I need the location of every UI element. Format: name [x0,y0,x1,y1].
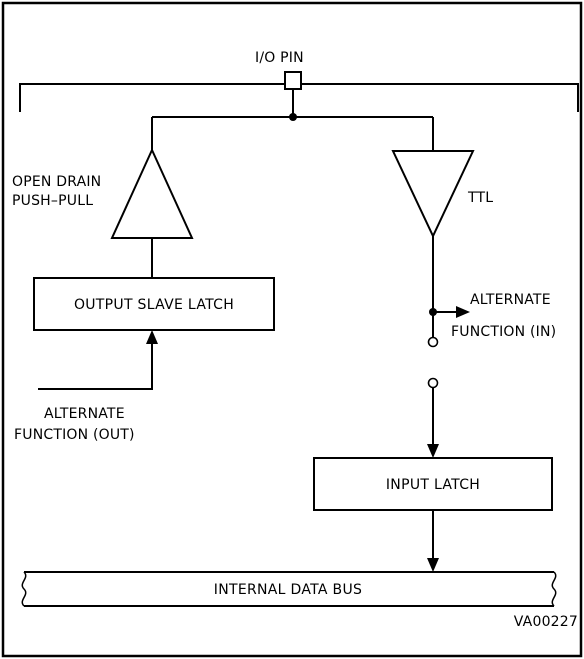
alt-function-out-label-2: FUNCTION (OUT) [14,427,135,443]
output-slave-latch-label: OUTPUT SLAVE LATCH [74,297,234,313]
input-latch-box [313,457,553,511]
alt-function-in-label-1: ALTERNATE [470,292,551,308]
alt-function-out-wire [38,342,153,390]
reference-code: VA00227 [514,614,578,630]
bus-left-break [21,571,27,607]
input-latch-arrow [427,444,439,458]
input-latch-label: INPUT LATCH [386,477,480,493]
io-pin-square [284,71,302,90]
alt-function-in-arrow [456,306,470,318]
output-slave-latch-box [33,277,275,331]
open-drain-label: OPEN DRAIN [12,174,101,190]
alt-function-out-arrow [146,330,158,344]
io-pin-label: I/O PIN [255,50,304,66]
switch-contact-bottom [427,377,439,389]
ttl-buffer-triangle [391,150,475,239]
ttl-label: TTL [467,190,493,206]
bus-right-break [551,571,557,607]
switch-contact-top [427,336,439,348]
internal-data-bus-label: INTERNAL DATA BUS [214,582,362,598]
alt-function-out-label-1: ALTERNATE [44,406,125,422]
alt-function-in-label-2: FUNCTION (IN) [451,324,556,340]
bus-arrow [427,558,439,572]
push-pull-label: PUSH–PULL [12,193,93,209]
